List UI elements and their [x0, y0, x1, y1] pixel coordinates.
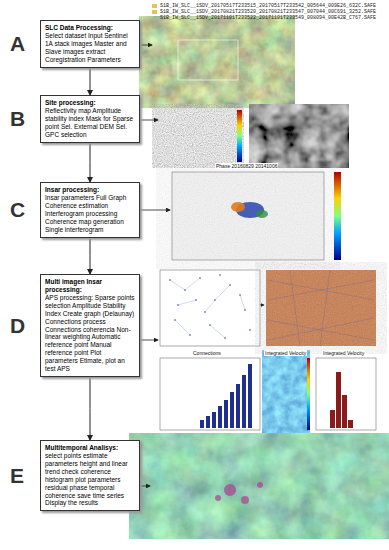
box-heading: Multitemporal Analisys: [45, 444, 135, 452]
file-name: S1B_IW_SLC__1SDV_20170821T233520_2017082… [160, 9, 376, 15]
box-heading: Insar processing: [45, 186, 135, 194]
flow-arrow [90, 143, 91, 182]
box-body: Select dataset Input Sentinel 1A stack i… [45, 32, 135, 64]
box-heading: SLC Data Processing: [45, 24, 135, 32]
chart-label: Connections [192, 350, 222, 356]
process-box: Site processing:Reflectivity map Amplitu… [40, 95, 140, 143]
step-letter: C [10, 198, 25, 222]
box-heading: Multi imagen Insar processing: [45, 278, 135, 294]
process-box: Multi imagen Insar processing:APS proces… [40, 274, 140, 377]
step-letter: E [10, 464, 24, 488]
flow-arrow [90, 377, 91, 440]
process-box: SLC Data Processing:Select dataset Input… [40, 20, 140, 68]
file-name: S1B_IW_SLC__1SDV_20171101T233522_2017110… [160, 15, 376, 21]
process-box: Multitemporal Analisys:select points est… [40, 440, 140, 511]
box-body: APS processing: Sparse points selection … [45, 294, 135, 373]
chart-label: Integrated Velocity [322, 350, 365, 356]
process-box: Insar processing:Insar parameters Full G… [40, 182, 140, 238]
box-body: Insar parameters Full Graph Coherence es… [45, 194, 135, 234]
flow-arrow [90, 68, 91, 95]
step-letter: B [10, 107, 25, 131]
step-letter: A [10, 32, 25, 56]
chart-label: Integrated Velocity [264, 350, 307, 356]
file-name: S1B_IW_SLC__1SDV_20170517T233515_2017051… [160, 3, 376, 9]
chart-label: Phase 20160829 20141006 [215, 163, 278, 169]
flow-arrow [90, 238, 91, 274]
box-body: Reflectivity map Amplitude stability ind… [45, 107, 135, 139]
box-heading: Site processing: [45, 99, 135, 107]
step-letter: D [10, 314, 25, 338]
box-body: select points estimate parameters height… [45, 452, 135, 507]
